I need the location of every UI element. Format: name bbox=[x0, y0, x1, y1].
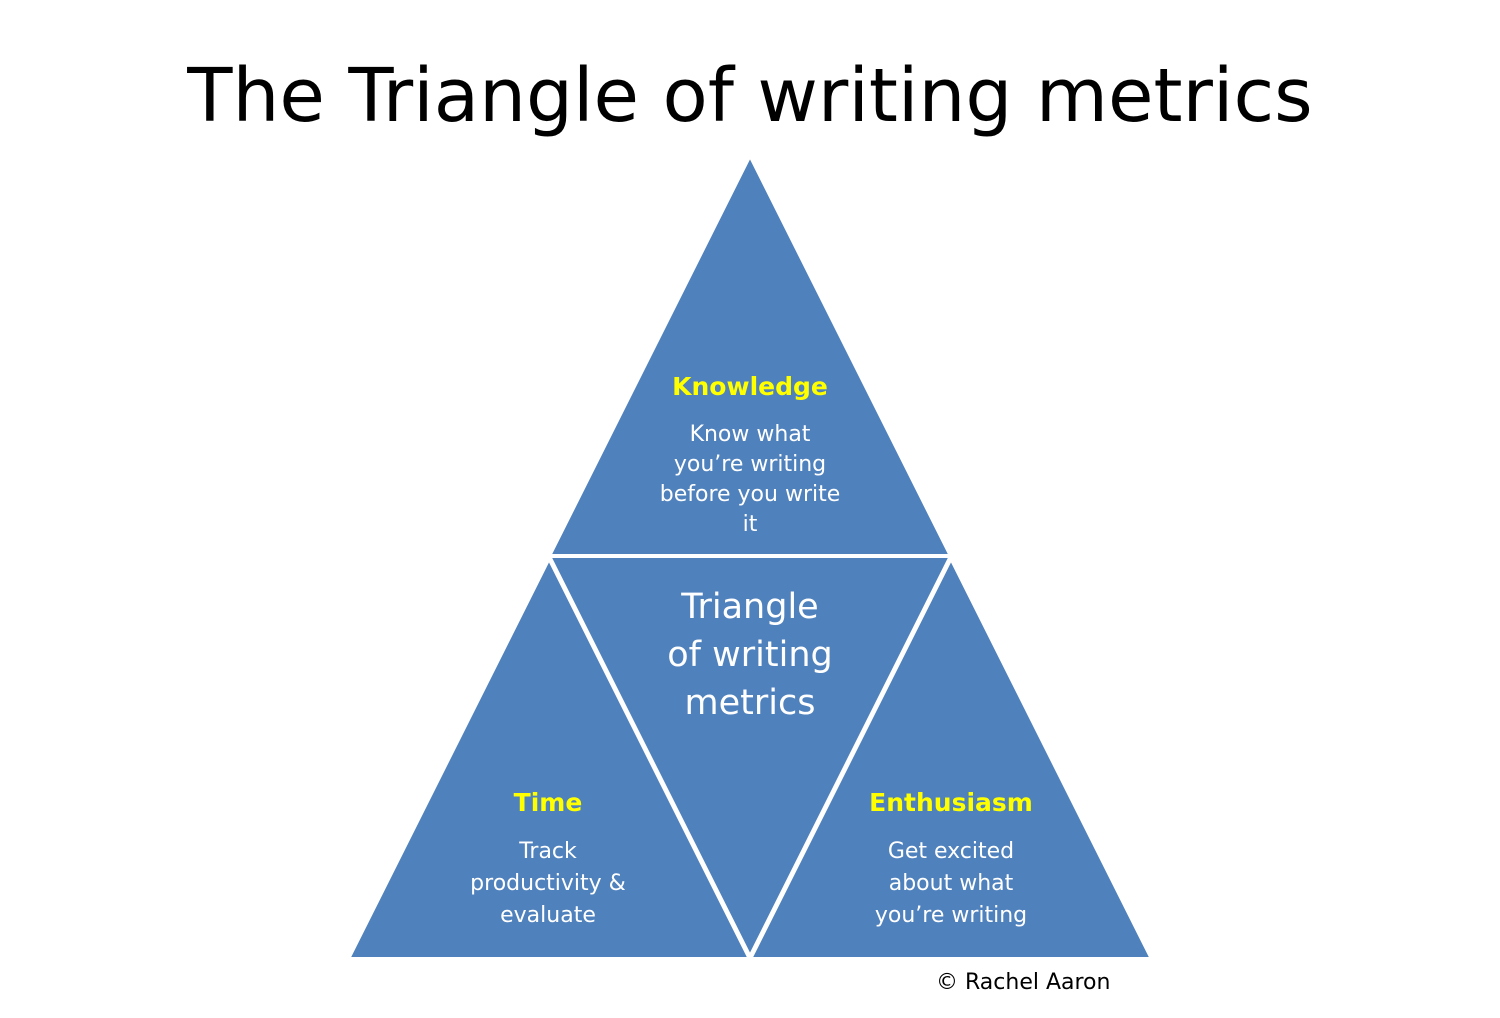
text-line: you’re writing bbox=[874, 903, 1028, 928]
text-line: metrics bbox=[684, 683, 816, 723]
center-label: Triangle of writing metrics bbox=[667, 583, 832, 727]
text-line: evaluate bbox=[500, 903, 596, 928]
text-line: it bbox=[742, 512, 758, 537]
slide-title: The Triangle of writing metrics bbox=[187, 53, 1313, 139]
text-line: about what bbox=[888, 871, 1014, 896]
text-line: Track bbox=[519, 839, 577, 864]
text-line: Know what bbox=[689, 422, 811, 447]
text-line: before you write bbox=[659, 482, 841, 507]
knowledge-heading: Knowledge bbox=[672, 372, 828, 401]
text-line: you’re writing bbox=[673, 452, 827, 477]
enthusiasm-description: Get excited about what you’re writing bbox=[875, 836, 1027, 932]
knowledge-description: Know what you’re writing before you writ… bbox=[660, 420, 841, 540]
center-triangle bbox=[545, 554, 955, 962]
time-description: Track productivity & evaluate bbox=[470, 836, 626, 932]
copyright-notice: © Rachel Aaron bbox=[936, 970, 1111, 995]
text-line: Get excited bbox=[887, 839, 1015, 864]
text-line: of writing bbox=[667, 635, 833, 675]
time-heading: Time bbox=[513, 788, 583, 817]
text-line: Triangle bbox=[681, 587, 819, 627]
enthusiasm-heading: Enthusiasm bbox=[869, 788, 1033, 817]
text-line: productivity & bbox=[470, 871, 626, 896]
